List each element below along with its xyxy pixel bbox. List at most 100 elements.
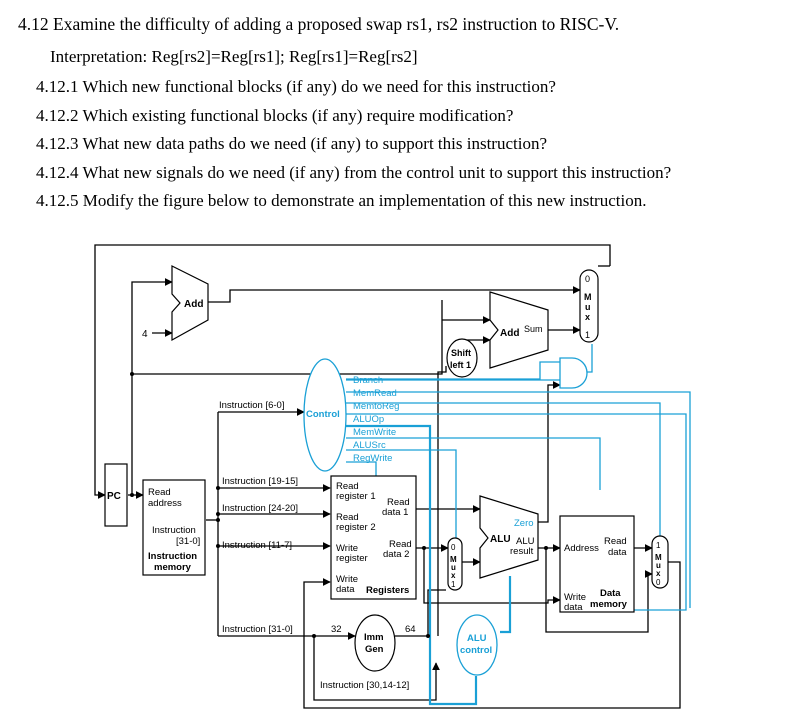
svg-text:result: result	[510, 546, 534, 557]
label-instr-11-7: Instruction [11-7]	[222, 540, 292, 551]
constant-four: 4	[142, 329, 148, 340]
svg-text:Gen: Gen	[365, 644, 384, 655]
svg-text:M: M	[450, 555, 457, 564]
svg-text:Registers: Registers	[366, 585, 409, 596]
question-item: 4.12.4 What new signals do we need (if a…	[36, 163, 672, 182]
instruction-memory: Read address Instruction [31-0] Instruct…	[142, 479, 206, 576]
svg-text:x: x	[451, 571, 456, 580]
svg-text:u: u	[451, 563, 456, 572]
alusrc-mux: 0 M u x 1	[447, 537, 463, 591]
label-instr-30-14-12: Instruction [30,14-12]	[320, 680, 409, 691]
svg-text:1: 1	[451, 580, 456, 589]
svg-text:1: 1	[656, 541, 661, 550]
svg-text:Add: Add	[184, 299, 203, 310]
register-file: Read register 1 Read data 1 Read registe…	[330, 475, 417, 600]
signal-memtoreg: MemtoReg	[353, 401, 399, 412]
svg-text:address: address	[148, 498, 182, 509]
svg-text:register: register	[336, 553, 368, 564]
label-32-bits: 32	[331, 624, 342, 635]
svg-text:Instruction: Instruction	[152, 525, 196, 536]
svg-text:PC: PC	[107, 491, 121, 502]
pc-mux: 0 M u x 1	[579, 269, 599, 343]
signal-branch: Branch	[353, 375, 383, 386]
svg-text:ALU: ALU	[467, 633, 487, 644]
label-64-bits: 64	[405, 624, 416, 635]
branch-adder: Add Sum	[489, 291, 549, 369]
svg-text:ALU: ALU	[516, 536, 535, 547]
signal-alusrc: ALUSrc	[353, 440, 386, 451]
svg-text:Zero: Zero	[514, 518, 534, 529]
control-unit: Control	[303, 358, 347, 472]
svg-text:Read: Read	[389, 539, 412, 550]
question-text: 4.12 Examine the difficulty of adding a …	[0, 0, 797, 225]
svg-text:data: data	[564, 602, 583, 613]
control-signal-labels: Branch MemRead MemtoReg ALUOp MemWrite A…	[353, 375, 399, 464]
svg-text:data: data	[608, 547, 627, 558]
label-instr-19-15: Instruction [19-15]	[222, 476, 298, 487]
svg-text:data 1: data 1	[382, 507, 408, 518]
data-memory: Address Read data Write data Data memory	[559, 515, 635, 613]
svg-text:Write: Write	[336, 543, 358, 554]
svg-text:Read: Read	[387, 497, 410, 508]
svg-text:Data: Data	[600, 588, 621, 599]
svg-text:memory: memory	[590, 599, 628, 610]
svg-text:0: 0	[451, 543, 456, 552]
question-item: 4.12.2 Which existing functional blocks …	[36, 106, 514, 125]
svg-text:left 1: left 1	[450, 360, 471, 370]
svg-text:data: data	[336, 584, 355, 595]
svg-text:Read: Read	[148, 487, 171, 498]
instruction-field-labels: Instruction [6-0] Instruction [19-15] In…	[219, 400, 409, 691]
svg-text:memory: memory	[154, 562, 192, 573]
svg-text:u: u	[656, 561, 661, 570]
imm-gen: Imm Gen	[354, 614, 396, 672]
svg-text:Read: Read	[336, 512, 359, 523]
label-instr-6-0: Instruction [6-0]	[219, 400, 284, 411]
question-interpretation: Interpretation: Reg[rs2]=Reg[rs1]; Reg[r…	[50, 47, 418, 66]
question-item: 4.12.5 Modify the figure below to demons…	[36, 191, 647, 210]
memtoreg-mux: 1 M u x 0	[651, 535, 669, 589]
svg-text:1: 1	[585, 330, 590, 340]
control-wires	[346, 344, 691, 706]
data-wires	[94, 244, 681, 709]
svg-text:x: x	[656, 569, 661, 578]
alu: Zero ALU ALU result	[479, 495, 539, 579]
shift-left-unit: Shift left 1	[446, 338, 478, 378]
svg-text:Control: Control	[306, 409, 340, 420]
svg-text:Write: Write	[564, 592, 586, 603]
label-instr-24-20: Instruction [24-20]	[222, 503, 298, 514]
svg-text:register 2: register 2	[336, 522, 376, 533]
alu-control-unit: ALU control	[456, 614, 498, 676]
signal-aluop: ALUOp	[353, 414, 384, 425]
svg-text:Sum: Sum	[524, 324, 543, 334]
svg-text:u: u	[585, 302, 591, 312]
svg-text:data 2: data 2	[383, 549, 409, 560]
svg-text:0: 0	[656, 578, 661, 587]
svg-text:M: M	[584, 292, 592, 302]
svg-text:x: x	[585, 312, 590, 322]
svg-text:Read: Read	[604, 536, 627, 547]
question-item: 4.12.3 What new data paths do we need (i…	[36, 134, 547, 153]
svg-text:M: M	[655, 553, 662, 562]
signal-regwrite: RegWrite	[353, 453, 392, 464]
signal-memwrite: MemWrite	[353, 427, 396, 438]
pc-adder: Add	[171, 265, 209, 342]
svg-text:Shift: Shift	[451, 348, 471, 358]
and-gate	[559, 357, 588, 389]
svg-text:Add: Add	[500, 328, 519, 339]
svg-text:Address: Address	[564, 543, 599, 554]
svg-text:Write: Write	[336, 574, 358, 585]
svg-text:control: control	[460, 645, 492, 656]
svg-text:0: 0	[585, 274, 590, 284]
question-item: 4.12.1 Which new functional blocks (if a…	[36, 77, 556, 96]
svg-text:register 1: register 1	[336, 491, 376, 502]
signal-memread: MemRead	[353, 388, 397, 399]
svg-text:Imm: Imm	[364, 632, 384, 643]
svg-text:[31-0]: [31-0]	[176, 536, 200, 547]
label-instr-31-0: Instruction [31-0]	[222, 624, 293, 635]
junction-dots	[130, 372, 548, 638]
svg-text:Read: Read	[336, 481, 359, 492]
pc-register: PC	[104, 463, 128, 527]
svg-text:Instruction: Instruction	[148, 551, 197, 562]
svg-text:ALU: ALU	[490, 534, 511, 545]
